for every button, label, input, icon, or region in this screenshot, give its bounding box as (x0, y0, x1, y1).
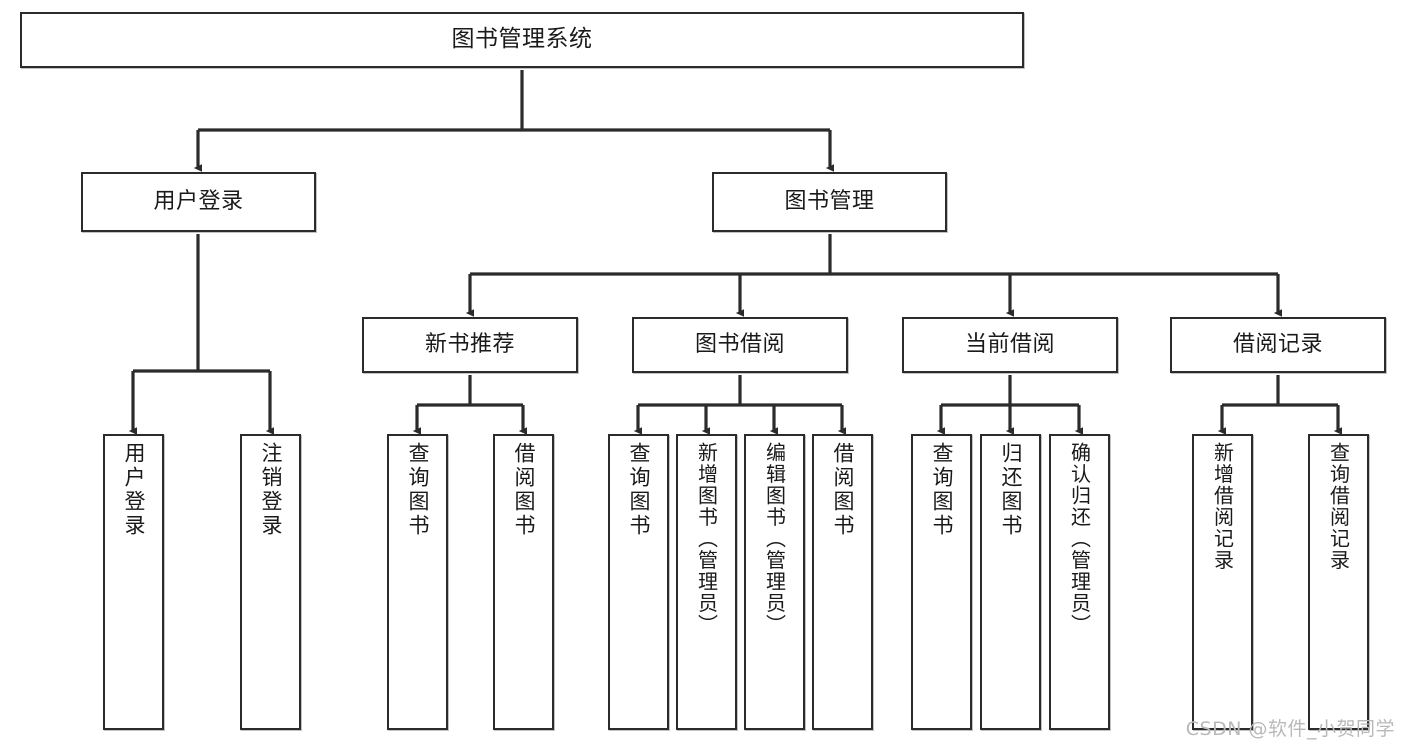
node-leaf-add-record-label: 新增借阅记录 (1210, 442, 1235, 571)
node-user-login[interactable]: 用户登录 (81, 172, 316, 232)
node-leaf-user-logout-label: 注销登录 (259, 442, 283, 538)
node-leaf-query-record[interactable]: 查询借阅记录 (1308, 434, 1369, 730)
node-leaf-query-book-3-label: 查询图书 (930, 442, 954, 538)
node-leaf-user-logout[interactable]: 注销登录 (240, 434, 301, 730)
node-leaf-add-book[interactable]: 新增图书（管理员） (676, 434, 737, 730)
node-leaf-edit-book[interactable]: 编辑图书（管理员） (744, 434, 805, 730)
watermark-text: CSDN @软件_小贺同学 (1185, 718, 1395, 740)
node-leaf-query-book-3[interactable]: 查询图书 (911, 434, 972, 730)
node-leaf-add-record[interactable]: 新增借阅记录 (1192, 434, 1253, 730)
node-leaf-edit-book-label: 编辑图书（管理员） (762, 442, 787, 636)
node-new-book-recommend[interactable]: 新书推荐 (362, 317, 578, 373)
node-leaf-return-book-label: 归还图书 (999, 442, 1023, 538)
node-book-borrow-label: 图书借阅 (694, 332, 785, 358)
node-borrow-record[interactable]: 借阅记录 (1170, 317, 1386, 373)
node-user-login-label: 用户登录 (153, 189, 244, 215)
node-leaf-add-book-label: 新增图书（管理员） (694, 442, 719, 636)
node-leaf-query-book-2-label: 查询图书 (627, 442, 651, 538)
node-leaf-query-book-2[interactable]: 查询图书 (608, 434, 669, 730)
node-leaf-query-record-label: 查询借阅记录 (1326, 442, 1351, 571)
node-leaf-return-book[interactable]: 归还图书 (980, 434, 1041, 730)
node-root-label: 图书管理系统 (451, 26, 593, 53)
node-leaf-borrow-book-1[interactable]: 借阅图书 (493, 434, 554, 730)
node-leaf-query-book-1-label: 查询图书 (406, 442, 430, 538)
node-leaf-confirm-return-label: 确认归还（管理员） (1067, 442, 1092, 636)
node-leaf-borrow-book-2-label: 借阅图书 (831, 442, 855, 538)
node-book-borrow[interactable]: 图书借阅 (632, 317, 848, 373)
node-leaf-borrow-book-1-label: 借阅图书 (512, 442, 536, 538)
node-new-book-recommend-label: 新书推荐 (424, 332, 515, 358)
node-root[interactable]: 图书管理系统 (20, 12, 1024, 68)
node-current-borrow-label: 当前借阅 (964, 332, 1055, 358)
node-borrow-record-label: 借阅记录 (1232, 332, 1323, 358)
node-leaf-confirm-return[interactable]: 确认归还（管理员） (1049, 434, 1110, 730)
node-leaf-query-book-1[interactable]: 查询图书 (387, 434, 448, 730)
node-book-manage[interactable]: 图书管理 (712, 172, 947, 232)
node-leaf-user-login-label: 用户登录 (122, 442, 146, 538)
node-leaf-user-login[interactable]: 用户登录 (103, 434, 164, 730)
node-leaf-borrow-book-2[interactable]: 借阅图书 (812, 434, 873, 730)
node-book-manage-label: 图书管理 (784, 189, 875, 215)
node-current-borrow[interactable]: 当前借阅 (902, 317, 1118, 373)
